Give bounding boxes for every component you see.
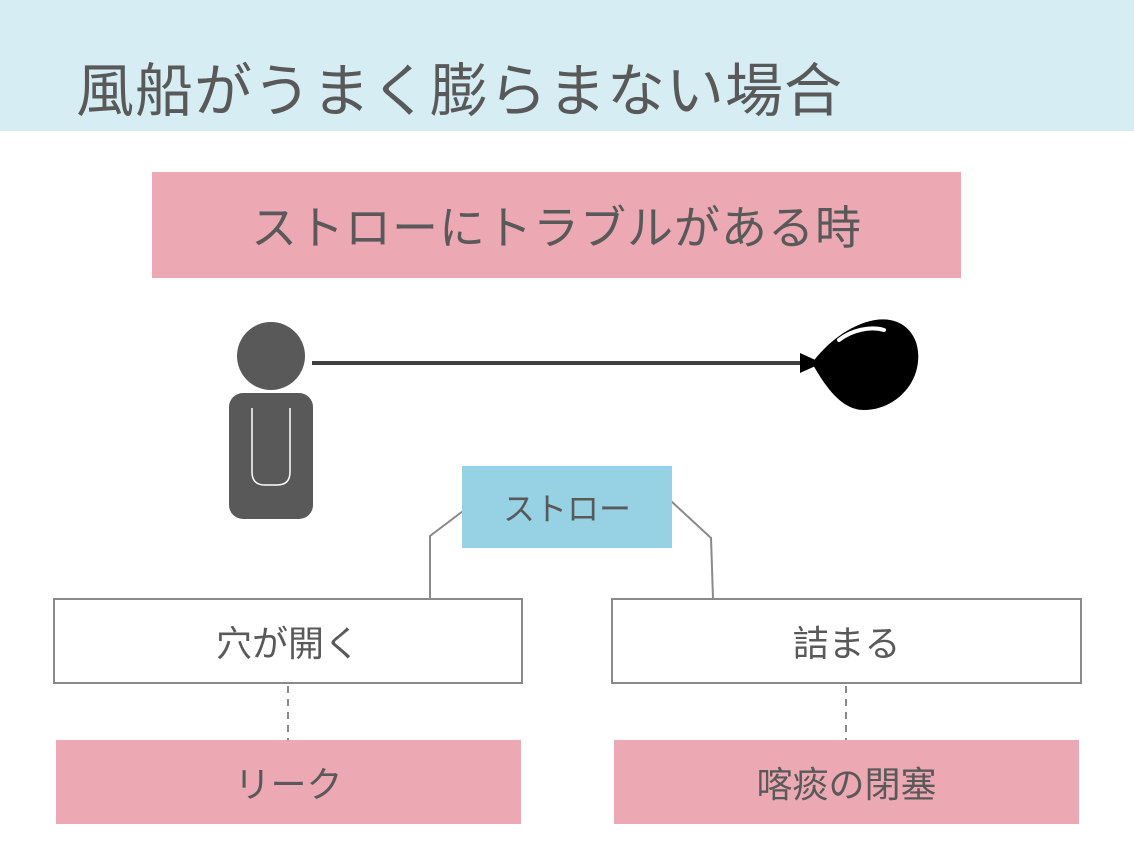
result-label-sputum-blockage: 喀痰の閉塞: [756, 765, 937, 806]
condition-banner-label: ストローにトラブルがある時: [251, 201, 862, 255]
header-band: [0, 0, 1134, 131]
person-icon: [229, 322, 313, 519]
condition-banner: ストローにトラブルがある時: [152, 172, 961, 278]
result-label-leak: リーク: [234, 765, 343, 806]
straw-node: ストロー: [462, 466, 672, 548]
cause-box-blocked: 詰まる: [611, 598, 1082, 684]
cause-box-hole: 穴が開く: [53, 598, 523, 684]
page-title: 風船がうまく膨らまない場合: [76, 57, 844, 125]
straw-node-label: ストロー: [502, 490, 631, 528]
cause-label-hole: 穴が開く: [215, 624, 360, 665]
result-box-leak: リーク: [56, 740, 521, 824]
balloon-icon: [812, 319, 919, 410]
connector-right: [670, 500, 714, 599]
connector-left: [429, 510, 464, 598]
arrow-icon: [312, 353, 822, 373]
result-box-sputum-blockage: 喀痰の閉塞: [614, 740, 1079, 824]
cause-label-blocked: 詰まる: [792, 624, 901, 665]
